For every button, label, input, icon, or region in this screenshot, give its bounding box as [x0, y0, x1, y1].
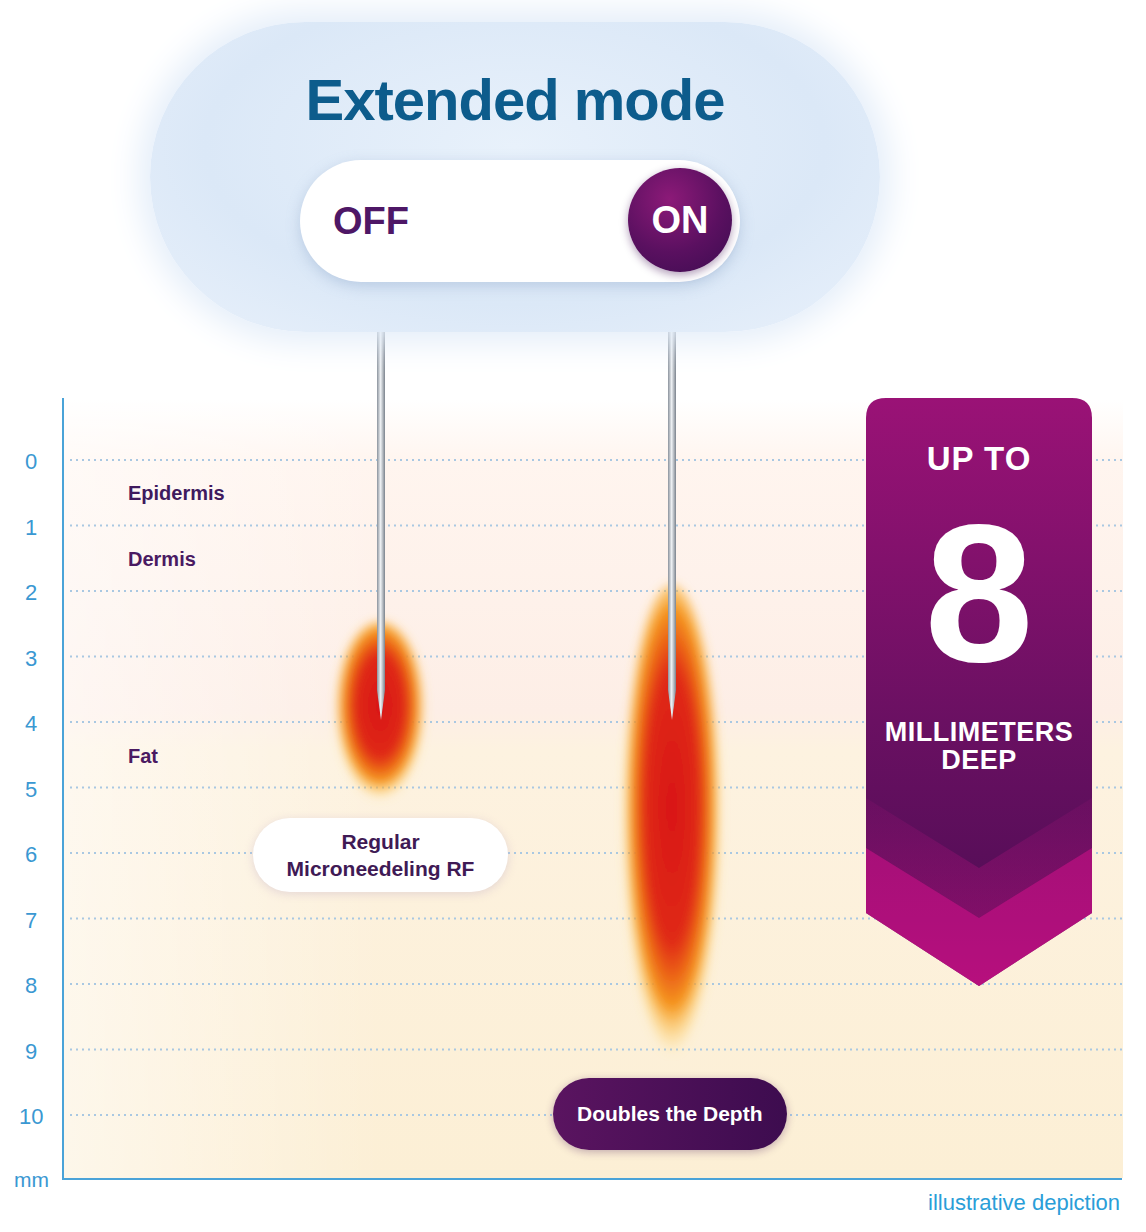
callout-pill: Regular Microneedeling RF: [253, 818, 508, 892]
banner-number: 8: [866, 496, 1092, 692]
panel-title: Extended mode: [150, 66, 880, 133]
layer-label: Fat: [128, 745, 158, 768]
unit-label: mm: [14, 1168, 49, 1192]
base-axis: [62, 1178, 1122, 1180]
layer-label: Epidermis: [128, 482, 225, 505]
needle-extended: [668, 280, 676, 720]
callout-text: Regular Microneedeling RF: [273, 828, 488, 882]
banner-text: MILLIMETERS DEEP: [866, 718, 1092, 774]
depth-tick: 3: [25, 646, 37, 672]
off-label: OFF: [333, 200, 409, 243]
depth-axis: [62, 398, 64, 1180]
banner-shape: [866, 398, 1092, 986]
toggle-switch: OFF ON: [300, 160, 740, 282]
callout-pill: Doubles the Depth: [553, 1078, 787, 1150]
depth-tick: 6: [25, 842, 37, 868]
depth-tick: 4: [25, 711, 37, 737]
depth-tick: 9: [25, 1039, 37, 1065]
depth-tick: 2: [25, 580, 37, 606]
gridline: [70, 1049, 1122, 1051]
callout-text: Doubles the Depth: [577, 1102, 763, 1126]
gridline: [70, 983, 1122, 985]
toggle-knob: ON: [628, 168, 732, 272]
mode-panel: Extended modeOFF ON: [150, 22, 880, 332]
layer-label: Dermis: [128, 548, 196, 571]
needle-regular: [377, 280, 385, 720]
depth-tick: 8: [25, 973, 37, 999]
depth-tick: 10: [19, 1104, 43, 1130]
footnote: illustrative depiction: [928, 1190, 1120, 1216]
depth-tick: 0: [25, 449, 37, 475]
depth-tick: 5: [25, 777, 37, 803]
depth-banner: UP TO 8MILLIMETERS DEEP: [866, 398, 1092, 986]
on-label: ON: [652, 199, 709, 242]
banner-text: UP TO: [866, 440, 1092, 478]
depth-tick: 1: [25, 515, 37, 541]
depth-tick: 7: [25, 908, 37, 934]
